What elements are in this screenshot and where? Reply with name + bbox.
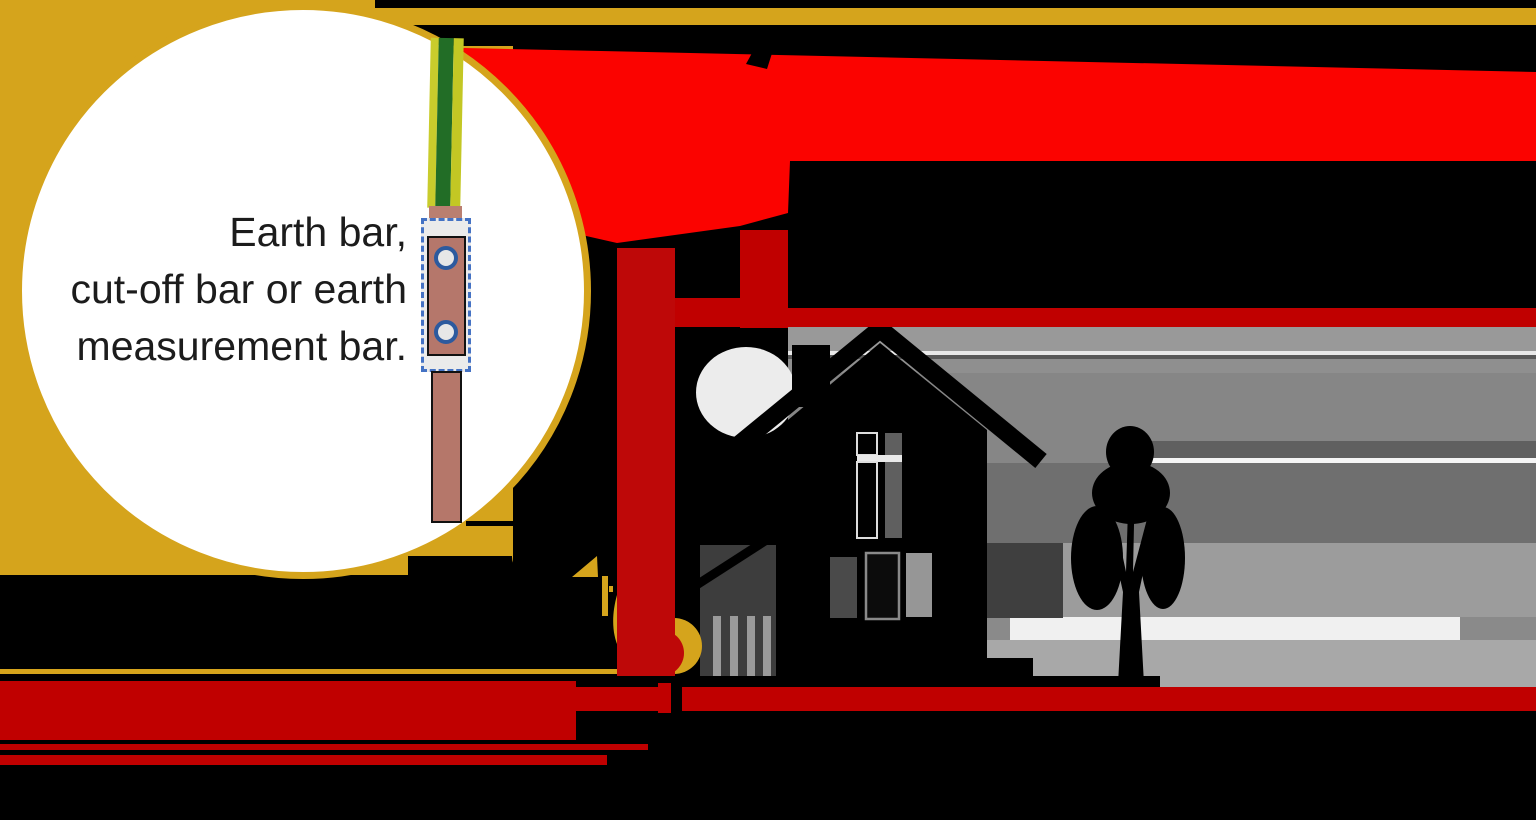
soil-layer: [576, 687, 1536, 711]
landscape-stripe: [1143, 441, 1536, 458]
magnifier-circle: [15, 3, 591, 579]
porch-column: [763, 616, 771, 682]
earth-bar-caption: Earth bar, cut-off bar or earth measurem…: [10, 204, 407, 375]
landscape-stripe: [788, 355, 1536, 359]
house-side-shadow: [987, 543, 1063, 618]
landscape-stripe: [788, 359, 1536, 373]
porch-beam: [661, 526, 785, 610]
gold-fragment: [602, 576, 608, 616]
earthing-conductor-bar: [617, 248, 675, 676]
window-dark: [830, 557, 857, 618]
soil-layer: [0, 755, 607, 765]
earth-bar-hole: [434, 320, 458, 344]
red-band: [788, 308, 1536, 327]
house-body: [776, 343, 987, 686]
porch-column: [730, 616, 738, 682]
gold-fragment: [572, 556, 598, 577]
porch-column: [747, 616, 755, 682]
copper-stub: [429, 206, 462, 221]
porch-column: [713, 616, 721, 682]
landscape-stripe: [1143, 458, 1536, 463]
earth-rod: [431, 371, 462, 523]
tree-trunk: [1103, 478, 1157, 684]
soil-layer: [0, 681, 576, 740]
upstairs-window-divider: [857, 455, 902, 462]
window-outlined: [864, 551, 901, 621]
tree: [1071, 426, 1185, 684]
detail-ground-line: [466, 521, 521, 526]
upstairs-window-pane: [885, 462, 902, 538]
caption-line: cut-off bar or earth: [70, 266, 407, 312]
tree-crown-lobe: [1141, 507, 1185, 609]
upstairs-window-pane: [885, 433, 902, 455]
house-steps: [987, 658, 1033, 680]
soil-gap: [671, 687, 682, 712]
small-black-fragment: [746, 44, 774, 69]
ground-level-gold-line: [0, 669, 649, 674]
red-block: [740, 230, 788, 328]
window-light: [906, 553, 932, 617]
conductor-underground-strip: [658, 683, 671, 713]
ground-line: [656, 676, 1160, 688]
roof: [713, 317, 1047, 468]
landscape-stripe: [788, 351, 1536, 355]
upstairs-window-pane: [856, 461, 878, 539]
caption-line: measurement bar.: [76, 323, 407, 369]
caption-line: Earth bar,: [229, 209, 407, 255]
gold-fragment: [609, 586, 613, 592]
red-arrow: [377, 46, 1536, 243]
black-fragment: [408, 556, 512, 580]
soil-layer: [0, 744, 648, 750]
earth-bar-hole: [434, 246, 458, 270]
